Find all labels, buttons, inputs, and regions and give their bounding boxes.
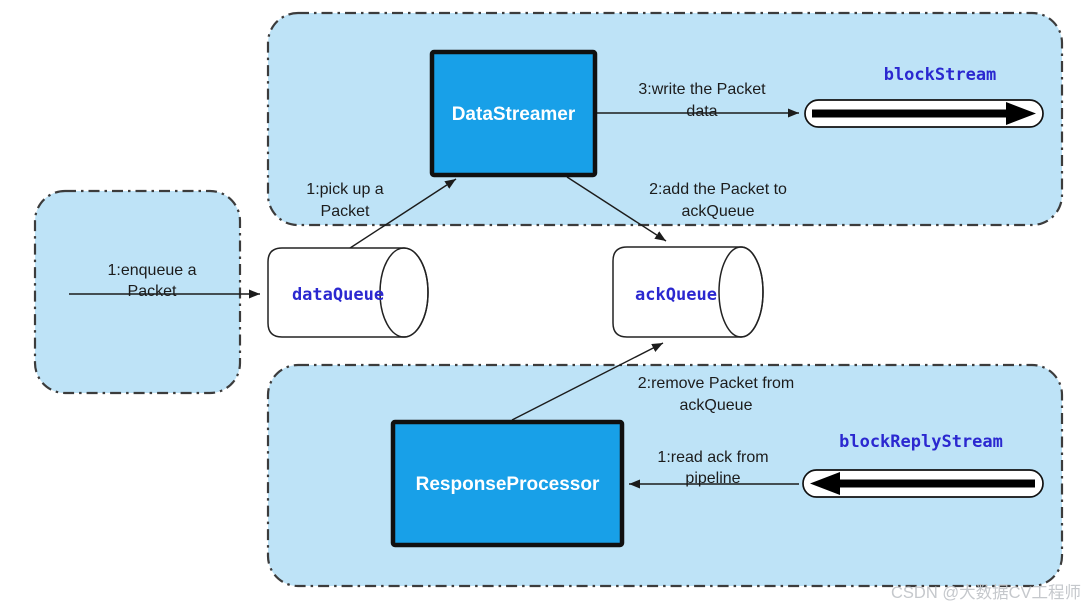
responseprocessor-node: ResponseProcessor: [390, 419, 625, 548]
blockstream-arrow-bar: [812, 102, 1036, 125]
datastreamer-label: DataStreamer: [452, 104, 576, 125]
datastreamer-box: [429, 49, 598, 178]
ackqueue-cylinder: ackQueue: [612, 246, 764, 338]
edge-label-remove-line1: 2:remove Packet from: [638, 375, 795, 392]
edge-label-readack-line1: 1:read ack from: [657, 449, 768, 466]
blockstream-pipe: blockStream: [804, 65, 1044, 128]
edge-label-addack-line1: 2:add the Packet to: [649, 181, 787, 198]
blockstream-label: blockStream: [884, 65, 997, 85]
edge-label-pickup-line2: Packet: [321, 203, 370, 220]
edge-label-remove-line2: ackQueue: [680, 397, 753, 414]
dataqueue-cylinder-cap: [379, 247, 429, 338]
edge-label-addack-line2: ackQueue: [682, 203, 755, 220]
dataqueue-cylinder: dataQueue: [267, 247, 429, 338]
responseprocessor-box: [390, 419, 625, 548]
datastreamer-node: DataStreamer: [429, 49, 598, 178]
blockreplystream-label: blockReplyStream: [839, 432, 1003, 452]
edge-label-write-line2: data: [686, 103, 717, 120]
ackqueue-cylinder-cap: [718, 246, 764, 338]
dataqueue-label: dataQueue: [292, 285, 384, 305]
responseprocessor-label: ResponseProcessor: [416, 474, 600, 495]
ackqueue-label: ackQueue: [635, 285, 717, 305]
edge-label-readack-line2: pipeline: [685, 470, 740, 487]
edge-label-enqueue-line1: 1:enqueue a: [108, 262, 197, 279]
blockreplystream-pipe: blockReplyStream: [802, 432, 1044, 498]
edge-label-write-line1: 3:write the Packet: [638, 81, 766, 98]
edge-pickup-arrow: [346, 178, 457, 251]
edge-addack-arrow: [566, 176, 667, 242]
left-dashed-container: [33, 189, 242, 395]
blockreplystream-arrow-bar: [810, 472, 1035, 495]
edge-remove-arrow: [511, 342, 664, 421]
watermark: CSDN @大数据CV工程师: [891, 583, 1081, 602]
edge-label-pickup-line1: 1:pick up a: [306, 181, 383, 198]
edge-label-enqueue-line2: Packet: [128, 283, 177, 300]
